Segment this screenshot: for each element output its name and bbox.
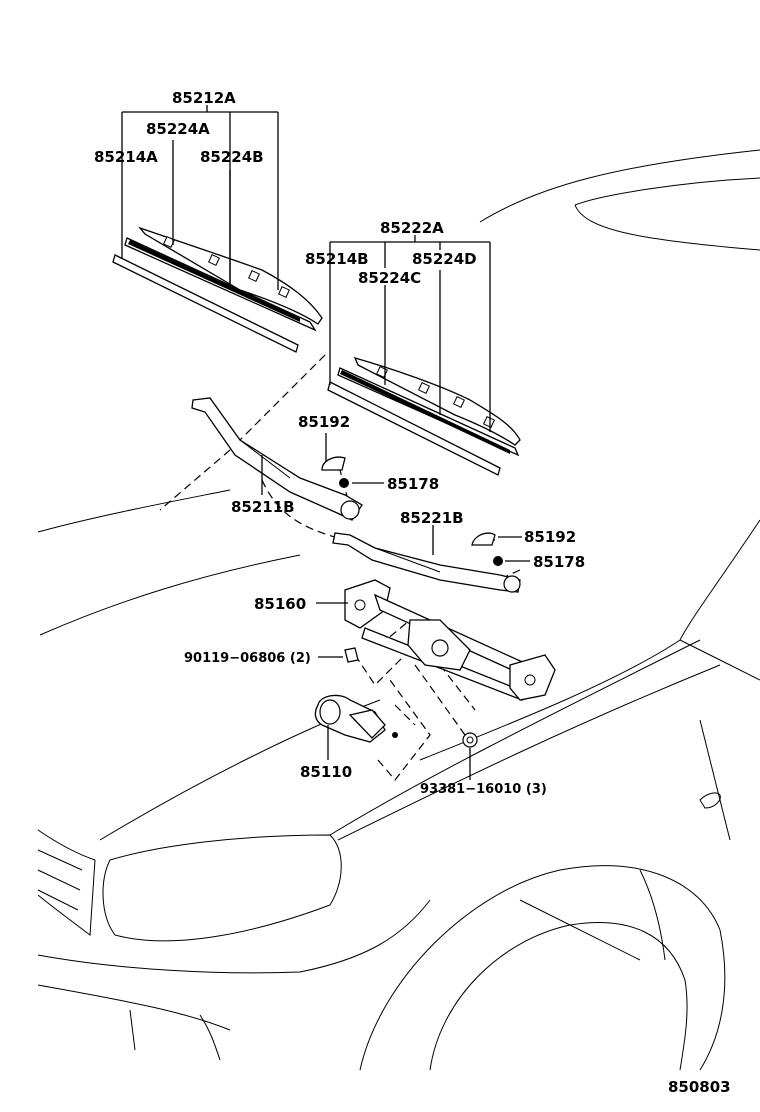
nut-lower [493,556,503,566]
label-85222A: 85222A [380,219,444,237]
label-93381-16010: 93381−16010 (3) [420,782,547,797]
label-85160: 85160 [254,595,306,613]
wiper-blade-assy-85212A [112,226,323,353]
wiper-blade-assy-85222A [327,356,521,476]
nut-upper [339,478,349,488]
label-85224D: 85224D [412,250,477,268]
part-labels: 85212A 85224A 85214A 85224B 85222A 85214… [94,89,731,1096]
label-85192-upper: 85192 [298,413,350,431]
label-85212A: 85212A [172,89,236,107]
label-85214A: 85214A [94,148,158,166]
label-85214B: 85214B [305,250,369,268]
pivot-cap-upper [321,456,346,471]
wiper-arm-85211B [191,397,363,521]
label-85224B: 85224B [200,148,264,166]
label-85211B: 85211B [231,498,295,516]
label-85221B: 85221B [400,509,464,527]
label-85224A: 85224A [146,120,210,138]
label-90119-06806: 90119−06806 (2) [184,651,311,666]
wiper-motor-85110 [314,694,398,743]
pivot-cap-lower [471,532,496,546]
leader-lines [121,105,530,780]
label-85110: 85110 [300,763,352,781]
grommet-93381 [462,732,478,748]
vehicle-body-outline [37,149,760,1071]
label-85178-upper: 85178 [387,475,439,493]
label-85224C: 85224C [358,269,421,287]
label-85178-lower: 85178 [533,553,585,571]
bolt-90119 [344,647,359,663]
diagram-code: 850803 [668,1078,731,1096]
wiper-arm-85221B [332,532,521,593]
wiper-link-assy-85160 [344,579,556,702]
label-85192-lower: 85192 [524,528,576,546]
